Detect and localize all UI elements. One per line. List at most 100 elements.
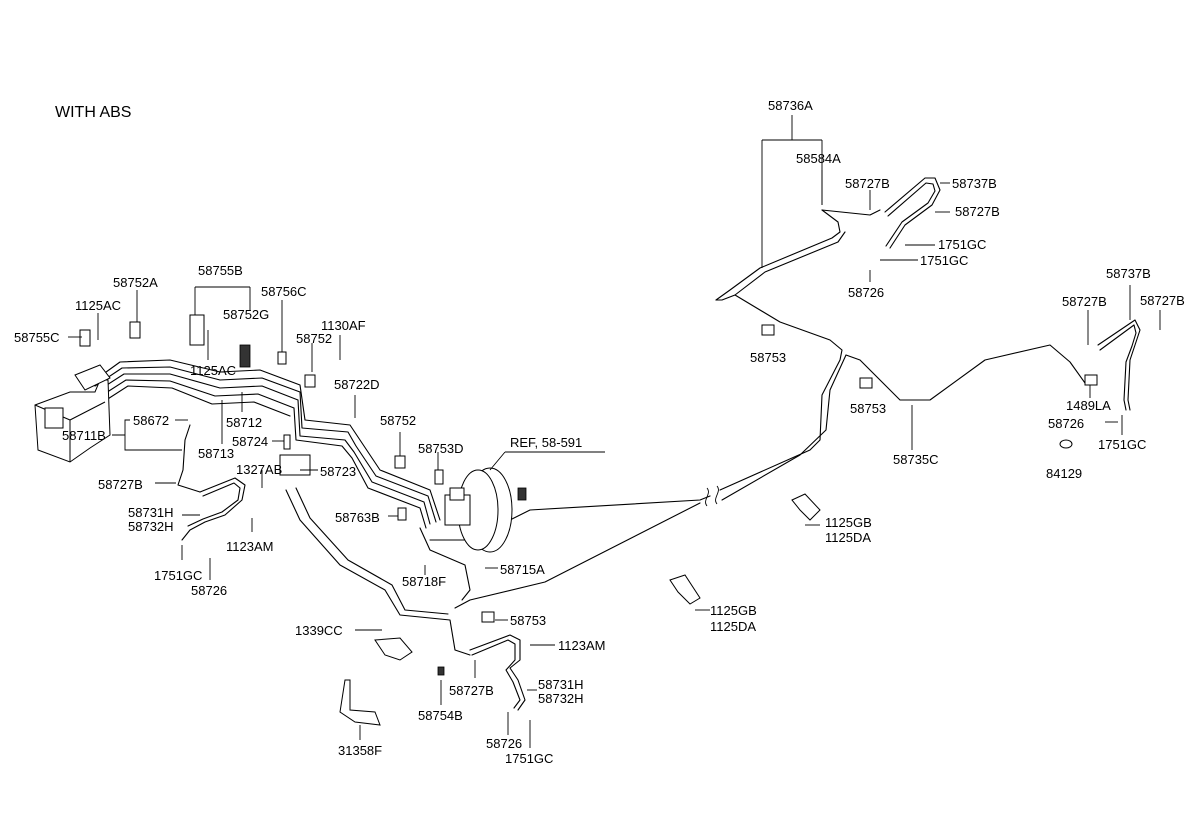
label-58726-b: 58726 bbox=[1048, 416, 1084, 431]
label-58735C: 58735C bbox=[893, 452, 939, 467]
clip-58753-right-2 bbox=[859, 377, 873, 389]
pipe-left-front bbox=[177, 424, 201, 493]
pipe-break-mark-2 bbox=[715, 485, 719, 505]
label-1751GC-a: 1751GC bbox=[938, 237, 986, 252]
abs-bundle-2 bbox=[94, 366, 437, 523]
parts bbox=[34, 314, 1098, 726]
label-58732H-b: 58732H bbox=[538, 691, 584, 706]
hose-58737B-right bbox=[1097, 319, 1141, 411]
main-pipe-lower bbox=[454, 344, 1086, 609]
label-58727B-f: 58727B bbox=[449, 683, 494, 698]
label-58727B-a: 58727B bbox=[845, 176, 890, 191]
bracket-31358F bbox=[339, 679, 381, 726]
label-58724: 58724 bbox=[232, 434, 268, 449]
label-58753D: 58753D bbox=[418, 441, 464, 456]
label-58737B-a: 58737B bbox=[952, 176, 997, 191]
label-58711B: 58711B bbox=[62, 428, 106, 443]
bracket-58763B bbox=[397, 507, 407, 521]
label-58726-c: 58726 bbox=[191, 583, 227, 598]
hose-left-front-2 bbox=[187, 482, 241, 527]
label-58752-b: 58752 bbox=[380, 413, 416, 428]
diagram-heading: WITH ABS bbox=[55, 104, 131, 121]
label-58737B-b: 58737B bbox=[1106, 266, 1151, 281]
label-58752A: 58752A bbox=[113, 275, 158, 290]
label-58731H-a: 58731H bbox=[128, 505, 174, 520]
label-1125GB-b: 1125GB bbox=[710, 603, 757, 618]
label-58736A: 58736A bbox=[768, 98, 813, 113]
label-58753-c: 58753 bbox=[510, 613, 546, 628]
label-58756C: 58756C bbox=[261, 284, 307, 299]
abs-bundle-5 bbox=[99, 385, 291, 417]
label-58584A: 58584A bbox=[796, 151, 841, 166]
label-1751GC-e: 1751GC bbox=[505, 751, 553, 766]
label-58727B-d: 58727B bbox=[1140, 293, 1185, 308]
bracket-1125GB-b bbox=[669, 574, 701, 605]
clip-58756C bbox=[277, 351, 287, 365]
pipe-58736A-2 bbox=[734, 231, 846, 296]
hose-left-front bbox=[181, 477, 246, 541]
abs-bundle-3 bbox=[95, 373, 431, 525]
label-31358F: 31358F bbox=[338, 743, 382, 758]
hose-right-front-2 bbox=[471, 639, 521, 709]
bolt-58754B bbox=[437, 666, 445, 676]
clip-58752-a bbox=[304, 374, 316, 388]
clip-58752G bbox=[239, 344, 251, 368]
label-58726-a: 58726 bbox=[848, 285, 884, 300]
label-84129: 84129 bbox=[1046, 466, 1082, 481]
label-58726-d: 58726 bbox=[486, 736, 522, 751]
label-58723: 58723 bbox=[320, 464, 356, 479]
pipe-to-right-front bbox=[285, 489, 471, 656]
clip-58753-right-1 bbox=[761, 324, 775, 336]
label-1751GC-d: 1751GC bbox=[154, 568, 202, 583]
label-1123AM-b: 1123AM bbox=[558, 638, 605, 653]
bracket-1125GB-a bbox=[791, 493, 821, 521]
abs-module bbox=[34, 364, 111, 463]
label-1327AB: 1327AB bbox=[236, 462, 282, 477]
label-58755B: 58755B bbox=[198, 263, 243, 278]
label-58755C: 58755C bbox=[14, 330, 60, 345]
label-58727B-e: 58727B bbox=[98, 477, 143, 492]
brake-pipes bbox=[94, 177, 1141, 711]
bracket-1339CC bbox=[374, 637, 413, 661]
label-1339CC: 1339CC bbox=[295, 623, 343, 638]
bracket-1489LA bbox=[1084, 374, 1098, 386]
label-58718F: 58718F bbox=[402, 574, 446, 589]
label-58763B: 58763B bbox=[335, 510, 380, 525]
hose-58737B-right-2 bbox=[1099, 324, 1137, 411]
clip-58752A bbox=[129, 321, 141, 339]
label-1125DA-a: 1125DA bbox=[825, 530, 871, 545]
label-58752-a: 58752 bbox=[296, 331, 332, 346]
label-1489LA: 1489LA bbox=[1066, 398, 1111, 413]
part-labels: WITH ABS 58736A 58584A 58727B 58737B 587… bbox=[14, 98, 1185, 766]
hose-58737B-upper bbox=[884, 177, 941, 249]
plug-84129 bbox=[1059, 439, 1073, 449]
label-58753-b: 58753 bbox=[850, 401, 886, 416]
pipe-58715A bbox=[419, 527, 471, 601]
label-58754B: 58754B bbox=[418, 708, 463, 723]
label-58752G: 58752G bbox=[223, 307, 269, 322]
bracket-58755B bbox=[189, 314, 205, 346]
bracket-58723 bbox=[279, 454, 311, 476]
clip-58752-b bbox=[394, 455, 406, 469]
hose-58737B-upper-2 bbox=[885, 182, 936, 247]
label-1125GB-a: 1125GB bbox=[825, 515, 872, 530]
pipe-58584A-end bbox=[821, 209, 881, 216]
pipe-to-right-front-2 bbox=[295, 487, 449, 615]
main-pipe-upper bbox=[429, 294, 843, 541]
label-58732H-a: 58732H bbox=[128, 519, 174, 534]
label-1125AC-b: 1125AC bbox=[190, 363, 236, 378]
label-1125DA-b: 1125DA bbox=[710, 619, 756, 634]
leader-lines bbox=[68, 115, 1161, 748]
label-58727B-c: 58727B bbox=[1062, 294, 1107, 309]
label-1123AM-a: 1123AM bbox=[226, 539, 273, 554]
label-58731H-b: 58731H bbox=[538, 677, 584, 692]
label-58715A: 58715A bbox=[500, 562, 545, 577]
brake-booster bbox=[444, 467, 527, 553]
clip-58753-mid bbox=[481, 611, 495, 623]
clip-58755C bbox=[79, 329, 91, 347]
label-58712: 58712 bbox=[226, 415, 262, 430]
label-ref-58-591: REF, 58-591 bbox=[510, 435, 582, 450]
abs-bundle-1 bbox=[94, 359, 441, 521]
label-58713: 58713 bbox=[198, 446, 234, 461]
